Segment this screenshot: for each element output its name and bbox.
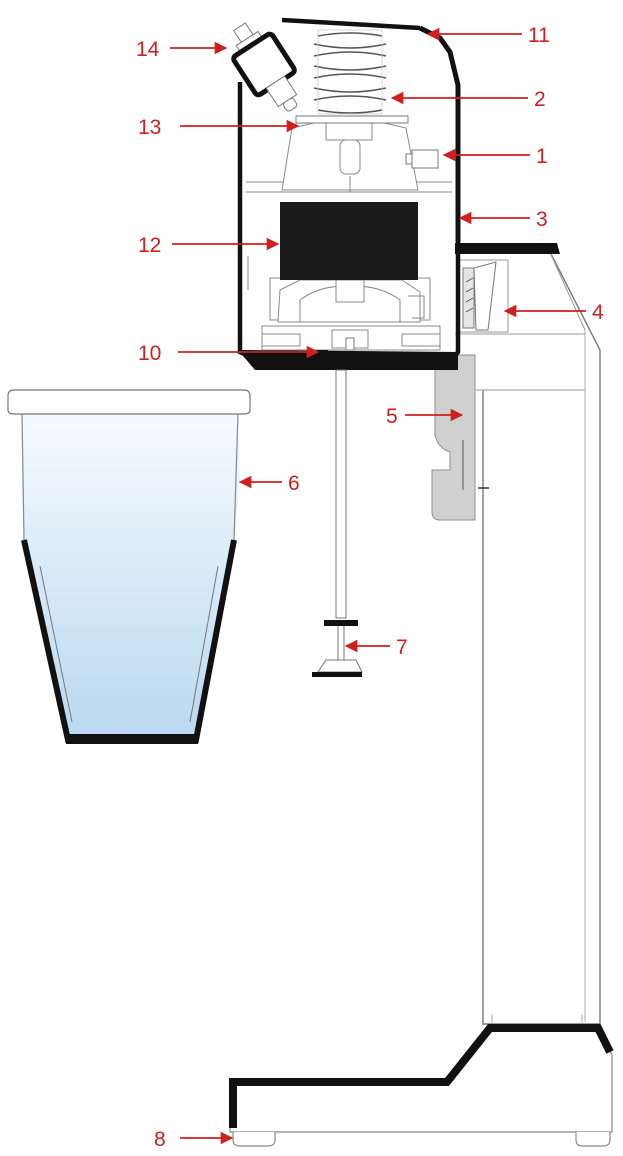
base-foot-left	[232, 1132, 276, 1147]
callout-labels: 14 11 2 13 1 3 12 4 10 5 6 7 8	[136, 24, 604, 1151]
callout-5: 5	[386, 405, 398, 428]
capacitor	[405, 149, 439, 169]
spring	[313, 29, 387, 115]
callout-6: 6	[288, 472, 300, 495]
callout-14: 14	[136, 38, 160, 61]
base-foot-right	[575, 1132, 611, 1147]
callout-10: 10	[138, 342, 161, 365]
toggle-switch	[231, 22, 298, 112]
mounting-bracket	[431, 354, 476, 521]
callout-8: 8	[154, 1128, 166, 1151]
cup-rim	[7, 389, 251, 415]
stand-column	[455, 247, 601, 1025]
callout-leaders	[170, 27, 586, 1145]
spindle	[312, 369, 363, 677]
callout-1: 1	[536, 145, 548, 168]
top-plate	[295, 115, 409, 124]
motor-head	[237, 17, 461, 370]
drive-coupling	[316, 337, 355, 358]
switch-housing	[457, 259, 509, 333]
stand-shoulder	[455, 243, 560, 254]
callout-2: 2	[534, 88, 546, 111]
callout-4: 4	[592, 301, 604, 324]
callout-13: 13	[138, 116, 161, 139]
callout-3: 3	[536, 208, 548, 231]
callout-11: 11	[528, 24, 550, 47]
motor-winding	[280, 202, 418, 280]
callout-7: 7	[396, 636, 408, 659]
mixing-cup	[7, 389, 251, 744]
callout-12: 12	[138, 234, 161, 257]
stand-base	[229, 1024, 614, 1147]
